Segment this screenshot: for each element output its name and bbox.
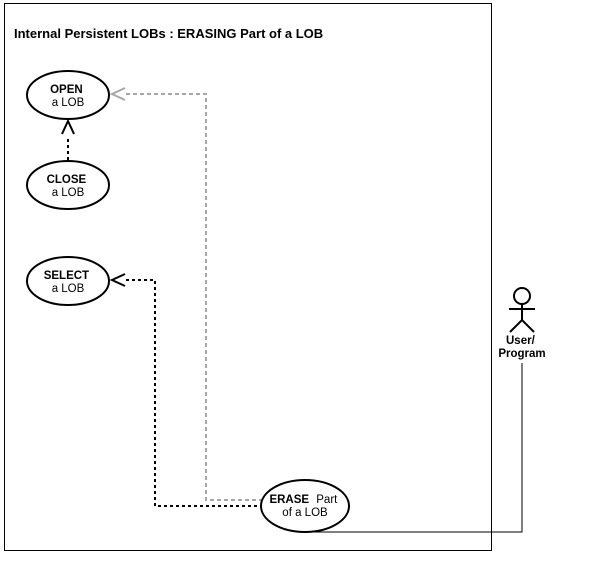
use-case-select: SELECT a LOB (26, 256, 110, 306)
use-case-close: CLOSE a LOB (26, 160, 110, 210)
use-case-open-label: OPEN a LOB (50, 84, 86, 109)
dependency-erase-to-open-line (126, 93, 262, 501)
use-case-select-ellipse (26, 256, 110, 306)
dependency-close-to-open (61, 118, 75, 160)
use-case-close-ellipse (26, 160, 110, 210)
diagram-title: Internal Persistent LOBs : ERASING Part … (14, 26, 323, 41)
diagram-frame (4, 3, 492, 551)
use-case-open-ellipse (26, 70, 110, 120)
use-case-erase-label: ERASE Part of a LOB (269, 494, 340, 519)
actor-label: User/ Program (498, 335, 545, 360)
association-actor-to-erase-line (296, 363, 523, 533)
dependency-erase-to-select (109, 273, 261, 507)
arrowhead-left-icon (109, 273, 126, 287)
use-case-open: OPEN a LOB (26, 70, 110, 120)
use-case-erase: ERASE Part of a LOB (260, 479, 350, 533)
use-case-close-label: CLOSE a LOB (47, 174, 90, 199)
actor-user-program: User/ Program (498, 287, 546, 360)
arrowhead-left-gray-icon (109, 87, 126, 101)
actor-legs-icon (509, 318, 535, 333)
use-case-select-label: SELECT a LOB (44, 270, 93, 295)
actor-head-icon (513, 287, 531, 305)
dependency-erase-to-select-line (126, 279, 261, 507)
dependency-erase-to-open (109, 87, 262, 501)
use-case-erase-ellipse (260, 479, 350, 533)
arrowhead-up-icon (61, 118, 75, 135)
